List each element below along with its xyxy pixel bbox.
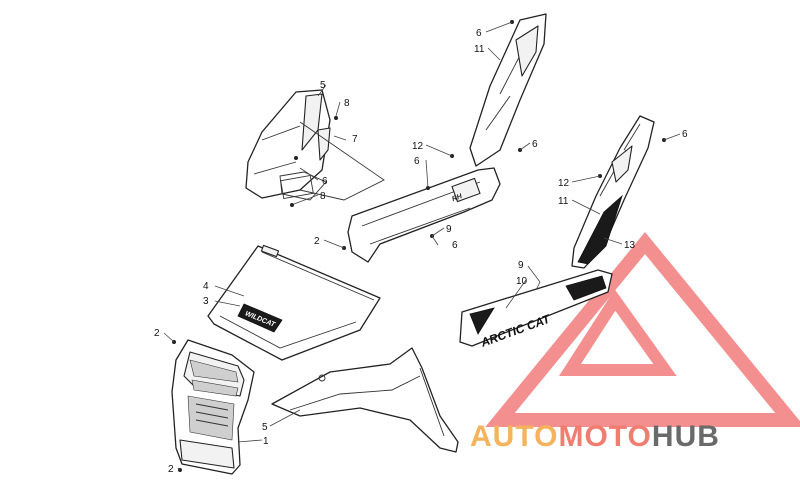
emblem-inner-triangle <box>559 289 677 376</box>
callout-5-fender: 5 <box>262 422 268 433</box>
callout-8-bottom: 8 <box>320 191 326 202</box>
callout-12-left: 12 <box>412 141 424 152</box>
callout-4: 4 <box>203 281 209 292</box>
watermark-wordmark: AUTOMOTOHUB <box>470 420 720 453</box>
watermark-auto: AUTO <box>470 420 558 453</box>
callout-2-grille-top: 2 <box>154 328 160 339</box>
watermark-emblem <box>485 231 800 427</box>
callout-13: 13 <box>624 240 636 251</box>
hood-part-3: WILDCAT <box>207 244 381 361</box>
callout-6-panel: 6 <box>414 156 420 167</box>
callout-6-upright-mid: 6 <box>532 139 538 150</box>
callout-6-upright-top: 6 <box>476 28 482 39</box>
watermark-hub: HUB <box>652 420 720 453</box>
callout-2-dash: 2 <box>314 236 320 247</box>
callout-9-left: 9 <box>446 224 452 235</box>
callout-2-grille-bottom: 2 <box>168 464 174 475</box>
upright-panel-part-11-right <box>571 115 655 269</box>
dash-panel-part-5 <box>245 89 385 201</box>
watermark-moto: MOTO <box>558 420 651 453</box>
front-grille-part-1 <box>171 339 255 475</box>
callout-3: 3 <box>203 296 209 307</box>
callout-10: 10 <box>516 276 528 287</box>
callout-9-right: 9 <box>518 260 524 271</box>
callout-labels: 1 2 2 2 3 4 5 5 6 6 6 6 6 6 7 8 8 9 9 10… <box>154 28 688 475</box>
emblem-outer-triangle <box>485 231 800 427</box>
callout-6-panel-bottom: 6 <box>452 240 458 251</box>
callout-11-right: 11 <box>558 196 569 207</box>
leader-lines <box>163 21 681 471</box>
callout-7: 7 <box>352 134 358 145</box>
callout-6-dash: 6 <box>322 176 328 187</box>
callout-12-right: 12 <box>558 178 570 189</box>
callout-8-top: 8 <box>344 98 350 109</box>
side-panel-part-9-left: RH <box>347 13 547 263</box>
callout-5-dash: 5 <box>320 80 326 91</box>
inner-panel-label: RH <box>451 193 464 203</box>
front-fender-part-5 <box>271 347 459 453</box>
callout-1: 1 <box>263 436 269 447</box>
callout-11-left: 11 <box>474 44 485 55</box>
svg-text:AUTOMOTOHUB: AUTOMOTOHUB <box>470 420 720 453</box>
callout-6-right: 6 <box>682 129 688 140</box>
